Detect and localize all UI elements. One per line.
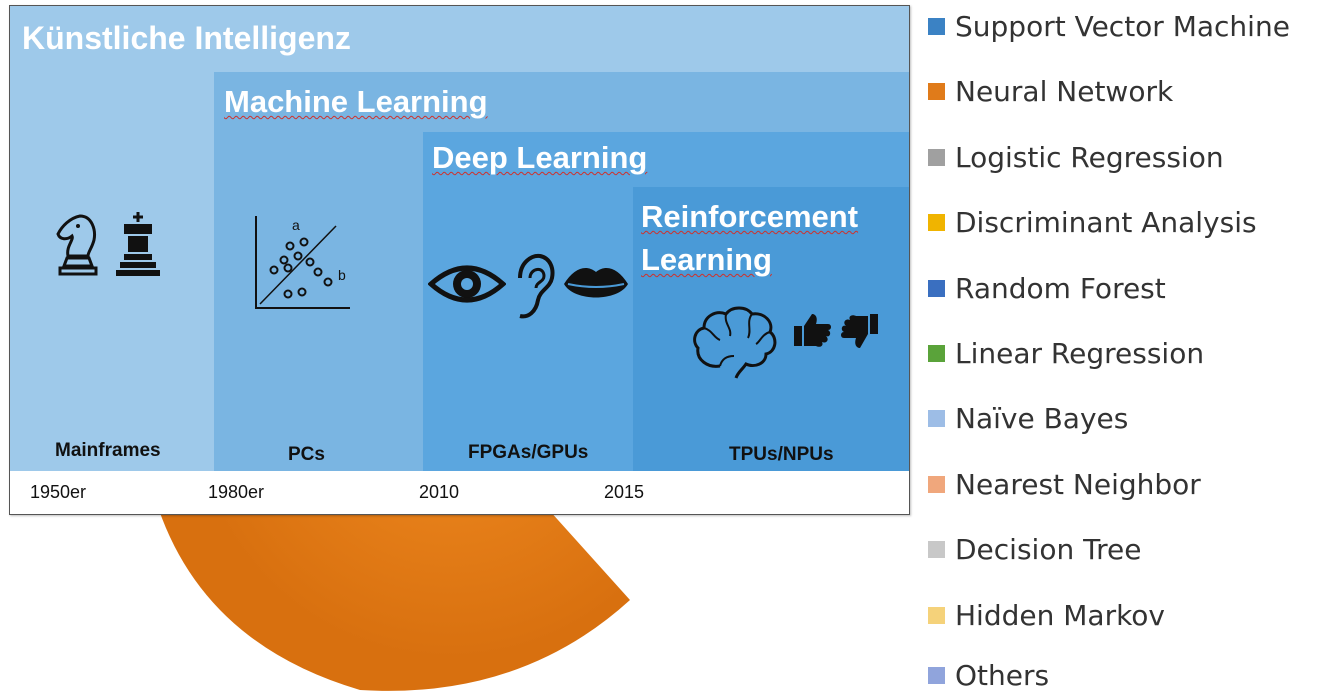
legend-label: Support Vector Machine xyxy=(955,9,1290,43)
legend-swatch xyxy=(928,148,945,166)
legend-swatch xyxy=(928,475,945,493)
hardware-label-mainframes: Mainframes xyxy=(55,440,161,461)
legend-label: Linear Regression xyxy=(955,336,1205,370)
ai-timeline-diagram: Künstliche Intelligenz Machine Learning … xyxy=(9,5,910,515)
timeline-year-1980er: 1980er xyxy=(208,482,265,502)
king-icon xyxy=(116,212,160,276)
legend-swatch xyxy=(928,82,945,100)
legend-swatch xyxy=(928,17,945,35)
ear-icon xyxy=(518,253,555,319)
legend-item: Discriminant Analysis xyxy=(928,202,1257,242)
timeline-year-1950er: 1950er xyxy=(30,482,87,502)
title-reinforcement-line2: Learning xyxy=(641,242,772,277)
legend-item: Nearest Neighbor xyxy=(928,464,1201,504)
legend-swatch xyxy=(928,279,945,297)
legend-swatch xyxy=(928,213,945,231)
hardware-label-pcs: PCs xyxy=(288,444,325,465)
legend-label: Decision Tree xyxy=(955,532,1142,566)
legend-label: Naïve Bayes xyxy=(955,401,1129,435)
lips-icon xyxy=(564,268,628,298)
scatter-label-b: b xyxy=(338,267,346,283)
legend-item: Logistic Regression xyxy=(928,137,1224,177)
legend-swatch xyxy=(928,409,945,427)
eye-icon xyxy=(428,265,506,303)
legend-swatch xyxy=(928,666,945,684)
brain-icon xyxy=(693,306,777,379)
legend-swatch xyxy=(928,344,945,362)
title-reinforcement-line1: Reinforcement xyxy=(641,199,859,234)
legend-item: Naïve Bayes xyxy=(928,398,1128,438)
hardware-label-fpgas-gpus: FPGAs/GPUs xyxy=(468,442,589,463)
legend-item: Random Forest xyxy=(928,268,1166,308)
legend-item: Hidden Markov xyxy=(928,595,1165,635)
scatter-label-a: a xyxy=(292,217,300,233)
hardware-label-tpus-npus: TPUs/NPUs xyxy=(729,444,834,465)
legend-swatch xyxy=(928,606,945,624)
title-machine-learning: Machine Learning xyxy=(224,84,488,119)
legend-label: Hidden Markov xyxy=(955,598,1165,632)
title-deep-learning: Deep Learning xyxy=(432,140,648,175)
legend-item: Others xyxy=(928,655,1049,695)
legend-swatch xyxy=(928,540,945,558)
legend-label: Others xyxy=(955,658,1050,692)
legend-item: Linear Regression xyxy=(928,333,1204,373)
legend-label: Neural Network xyxy=(955,74,1174,108)
timeline-year-2010: 2010 xyxy=(419,482,460,502)
legend-item: Support Vector Machine xyxy=(928,6,1290,46)
legend-label: Discriminant Analysis xyxy=(955,205,1257,239)
knight-icon xyxy=(56,214,98,276)
scatter-plot-icon: a b xyxy=(255,216,350,309)
legend-label: Logistic Regression xyxy=(955,140,1224,174)
legend-item: Neural Network xyxy=(928,71,1173,111)
legend-label: Nearest Neighbor xyxy=(955,467,1201,501)
legend-label: Random Forest xyxy=(955,271,1166,305)
thumbs-down-icon xyxy=(841,314,878,348)
title-kuenstliche-intelligenz: Künstliche Intelligenz xyxy=(22,20,351,56)
timeline-year-2015: 2015 xyxy=(604,482,645,502)
thumbs-up-icon xyxy=(794,314,831,347)
legend-item: Decision Tree xyxy=(928,529,1141,569)
